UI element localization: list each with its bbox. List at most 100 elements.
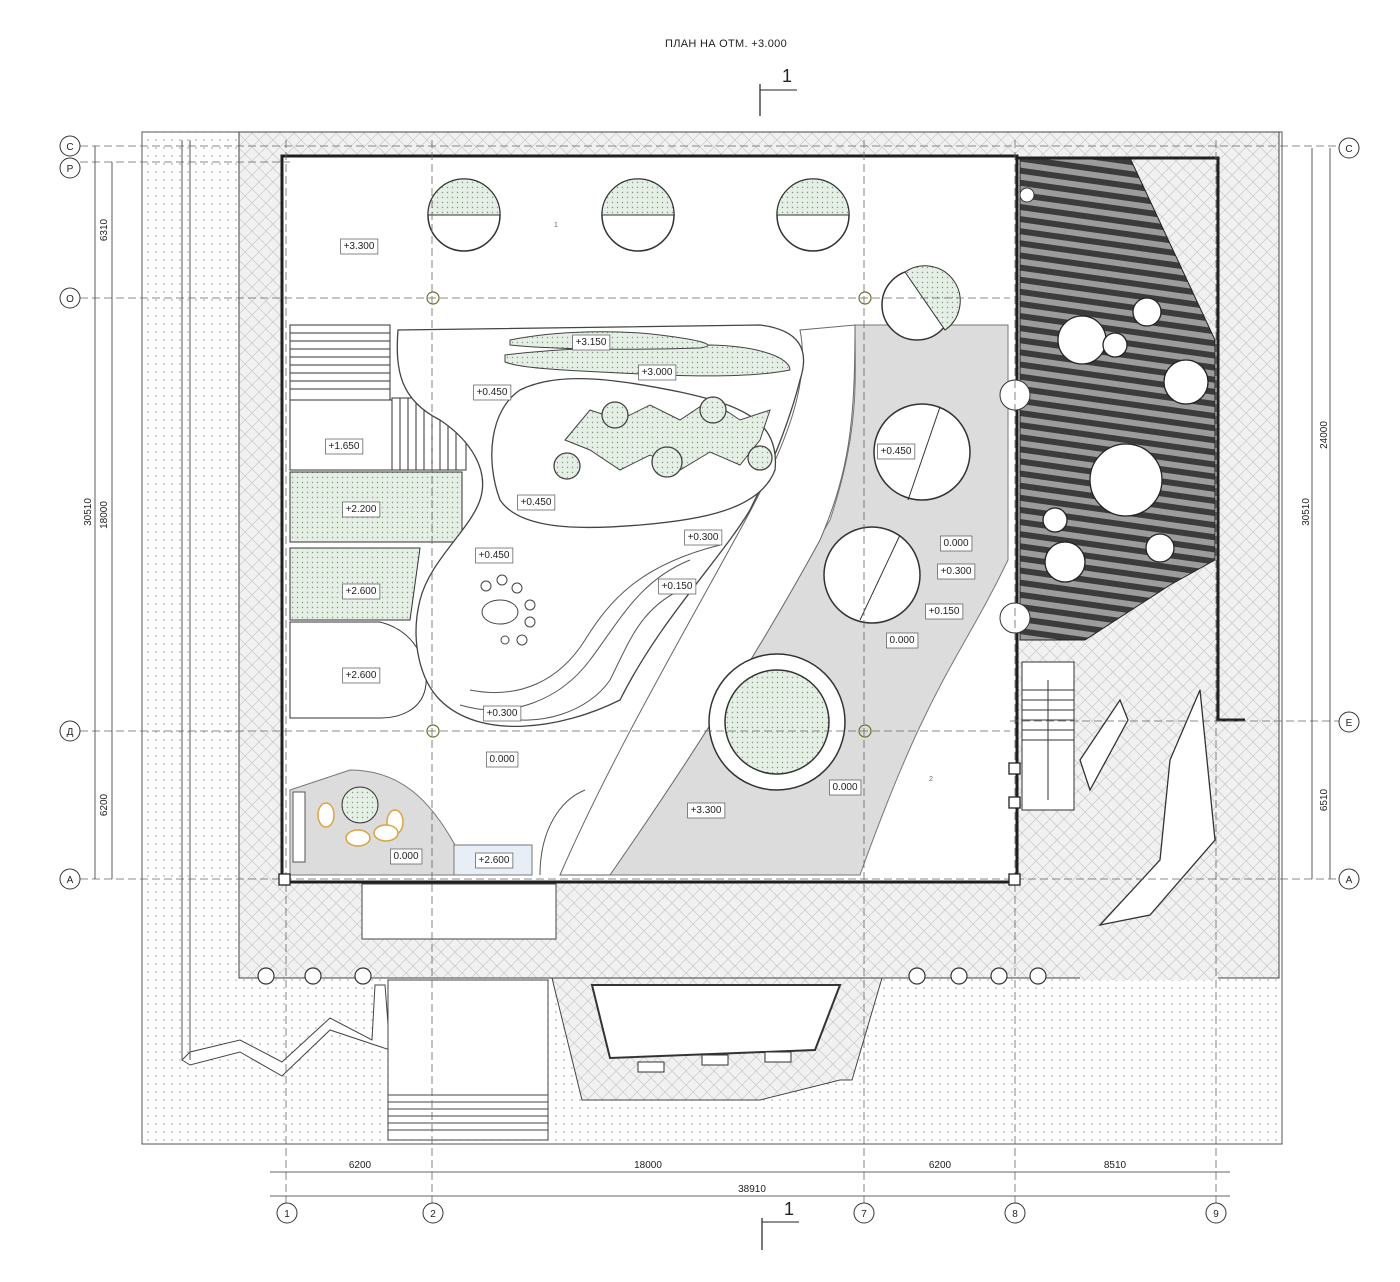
dim-bottom-total: 38910 — [738, 1184, 766, 1195]
axis-label: С — [1345, 144, 1352, 155]
axis-bubbles-right: С Е А — [1338, 137, 1360, 890]
level-mark: +2.600 — [346, 586, 377, 597]
corner-columns — [278, 762, 1021, 886]
stair-right — [1021, 661, 1075, 811]
level-mark-box — [475, 547, 514, 564]
level-mark-box — [572, 334, 611, 351]
curve-line — [489, 589, 681, 721]
axis-label: 1 — [284, 1209, 290, 1220]
level-mark-box — [925, 603, 964, 620]
axis-label: 9 — [1213, 1209, 1219, 1220]
tree-circle — [553, 452, 581, 480]
axis-label: 2 — [430, 1209, 436, 1220]
pool-water — [724, 669, 830, 775]
dim-right-outer: 30510 — [1301, 498, 1312, 526]
level-mark-box — [340, 238, 379, 255]
level-mark: +2.600 — [346, 670, 377, 681]
level-marks: +3.300+3.150+3.000+0.450+1.650+0.450+2.2… — [325, 238, 976, 869]
level-mark-box — [877, 443, 916, 460]
skylight-mid — [873, 403, 971, 501]
axis-label: Р — [67, 164, 74, 175]
level-mark-box — [886, 632, 919, 649]
skylight-stair — [823, 526, 921, 624]
level-mark: +0.450 — [521, 497, 552, 508]
level-mark-box — [940, 535, 973, 552]
axis-label: Е — [1346, 718, 1353, 729]
level-mark: +0.450 — [477, 387, 508, 398]
level-mark-box — [342, 667, 381, 684]
section-label-bottom: 1 — [784, 1199, 794, 1219]
level-mark: +2.200 — [346, 504, 377, 515]
section-mark-bottom: 1 — [761, 1199, 799, 1250]
tree-circle — [601, 401, 629, 429]
dim-right-inner: 24000 — [1319, 421, 1330, 449]
cabinet — [292, 791, 306, 863]
axis-label: А — [1346, 875, 1353, 886]
seat-oval — [317, 802, 335, 828]
drawing-title: ПЛАН НА ОТМ. +3.000 — [665, 38, 787, 50]
bench — [701, 1054, 729, 1066]
dim-left-inner: 6310 — [99, 218, 110, 241]
level-mark-box — [687, 802, 726, 819]
section-label-top: 1 — [782, 66, 792, 86]
axis-label: О — [66, 294, 74, 305]
level-mark-box — [829, 779, 862, 796]
level-mark-box — [325, 438, 364, 455]
level-mark-box — [486, 751, 519, 768]
level-mark: +3.300 — [691, 805, 722, 816]
deck-trees — [1042, 297, 1209, 583]
stair-block-top — [289, 324, 391, 401]
dim-bottom: 18000 — [634, 1160, 662, 1171]
level-mark-box — [483, 705, 522, 722]
facade-lamps — [257, 967, 1047, 985]
curve-line — [469, 544, 721, 694]
level-mark: 0.000 — [832, 782, 857, 793]
level-mark: 0.000 — [943, 538, 968, 549]
level-mark: +0.450 — [479, 550, 510, 561]
dimension-lines — [94, 146, 1331, 1197]
seat-oval — [345, 829, 371, 847]
level-mark: +2.600 — [479, 855, 510, 866]
level-mark-box — [658, 578, 697, 595]
level-mark: +0.150 — [929, 606, 960, 617]
seat-oval — [373, 824, 399, 842]
level-mark: +0.450 — [881, 446, 912, 457]
dim-bottom: 8510 — [1104, 1160, 1127, 1171]
level-mark-box — [638, 364, 677, 381]
room-1650 — [289, 399, 393, 471]
dim-left-inner: 18000 — [99, 501, 110, 529]
level-mark-box — [684, 529, 723, 546]
axis-label: Д — [67, 727, 74, 738]
level-mark: +0.300 — [941, 566, 972, 577]
level-mark-box — [475, 852, 514, 869]
canopy — [361, 883, 557, 940]
level-mark-box — [473, 384, 512, 401]
column-markers — [426, 291, 872, 738]
axis-label: 7 — [861, 1209, 867, 1220]
stair-treads-top — [290, 332, 390, 390]
level-mark: +0.150 — [662, 581, 693, 592]
dim-right-inner: 6510 — [1319, 788, 1330, 811]
left-walkway — [181, 984, 391, 1077]
level-mark-box — [517, 494, 556, 511]
level-mark-box — [342, 501, 381, 518]
room-number: 2 — [929, 776, 933, 783]
level-mark-box — [390, 848, 423, 865]
level-mark: 0.000 — [889, 635, 914, 646]
dim-left-outer: 30510 — [83, 498, 94, 526]
column-round — [999, 602, 1031, 634]
level-mark: +1.650 — [329, 441, 360, 452]
skylight — [341, 786, 379, 824]
tree-circle — [747, 445, 773, 471]
right-walkway — [1079, 689, 1216, 927]
right-wing-wall — [1018, 156, 1245, 722]
axis-label: А — [67, 875, 74, 886]
axis-bubbles-bottom: 1 2 7 8 9 — [276, 1202, 1227, 1224]
level-mark: 0.000 — [393, 851, 418, 862]
bench — [764, 1051, 792, 1063]
level-mark: +3.150 — [576, 337, 607, 348]
level-mark: 0.000 — [489, 754, 514, 765]
seating-cluster — [480, 574, 536, 646]
bench — [637, 1061, 665, 1073]
grid-lines — [80, 140, 1340, 1205]
